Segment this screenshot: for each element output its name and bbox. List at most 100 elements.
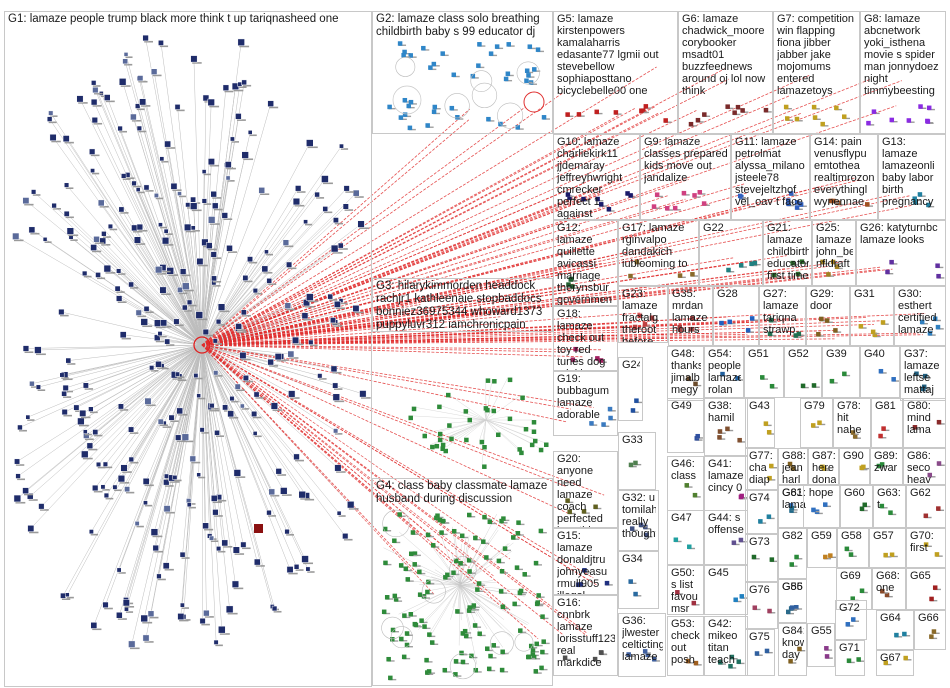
node-shadow <box>329 299 338 301</box>
node-shadow <box>354 196 364 198</box>
node <box>61 390 67 397</box>
node <box>786 198 791 203</box>
node <box>576 582 581 587</box>
group-box-g28: G28 <box>713 286 759 346</box>
node-shadow <box>188 304 197 307</box>
node-shadow <box>140 105 151 107</box>
node-shadow <box>399 44 407 46</box>
node <box>888 510 893 515</box>
node-shadow <box>244 380 254 383</box>
group-box-g67: G67 <box>876 650 914 676</box>
node-shadow <box>455 662 463 664</box>
node <box>133 236 141 244</box>
node <box>466 557 472 563</box>
node <box>691 600 697 606</box>
node <box>332 382 339 389</box>
edge <box>201 78 730 346</box>
group-label-g55: G55 <box>811 625 832 637</box>
group-label-g59: G59 <box>811 530 832 542</box>
node-shadow <box>425 661 433 663</box>
node-shadow <box>293 343 304 346</box>
node <box>484 555 489 560</box>
node <box>266 509 272 516</box>
node <box>207 158 215 166</box>
node <box>767 475 772 481</box>
node <box>471 603 477 608</box>
edge <box>201 323 874 346</box>
edge <box>201 269 880 346</box>
node-shadow <box>60 314 69 317</box>
edge <box>201 316 729 346</box>
edge <box>187 227 203 346</box>
node <box>83 429 88 434</box>
node <box>735 375 740 381</box>
group-label-g33: G33 <box>622 434 643 446</box>
node <box>738 263 744 268</box>
group-box-g74: G74 <box>745 490 778 534</box>
node <box>626 652 631 657</box>
node <box>174 371 180 377</box>
node <box>592 656 598 662</box>
node <box>425 532 431 538</box>
edge <box>201 261 751 346</box>
edge <box>84 273 203 346</box>
group-label-g37: G37: lamaze leftse mattaj <box>904 348 940 396</box>
node <box>64 182 70 188</box>
node <box>751 554 757 560</box>
node-shadow <box>224 90 234 93</box>
edge <box>158 269 203 346</box>
node-shadow <box>135 243 146 245</box>
node <box>241 151 249 159</box>
edge <box>79 98 203 346</box>
node-shadow <box>324 211 333 214</box>
node <box>229 396 235 402</box>
node <box>799 259 805 264</box>
edge <box>485 419 520 451</box>
node-shadow <box>384 563 392 566</box>
node <box>496 558 502 564</box>
node <box>271 605 278 612</box>
node <box>695 117 701 123</box>
group-label-g84: G84: know day <box>782 625 804 661</box>
edge <box>485 379 493 421</box>
node <box>88 406 94 412</box>
node <box>787 461 793 467</box>
node-shadow <box>159 45 169 48</box>
node <box>251 410 258 417</box>
group-box-g4: G4: class baby classmate lamaze husband … <box>372 478 553 686</box>
group-box-g80: G80: mind lama <box>903 398 946 448</box>
node-shadow <box>105 100 115 103</box>
node <box>51 202 57 209</box>
node <box>758 519 763 524</box>
node <box>35 384 41 390</box>
node <box>927 472 933 478</box>
node-shadow <box>460 653 468 656</box>
node-shadow <box>516 534 524 536</box>
node <box>65 592 70 598</box>
node-shadow <box>142 621 153 624</box>
edge <box>459 584 514 637</box>
node <box>202 328 209 336</box>
node-shadow <box>496 47 504 50</box>
node <box>102 461 108 467</box>
node <box>102 601 109 608</box>
node <box>305 566 311 572</box>
node <box>180 602 185 608</box>
node-shadow <box>217 499 227 502</box>
node <box>261 265 269 273</box>
node <box>401 52 406 58</box>
node-shadow <box>295 569 304 571</box>
group-box-g10: G10: lamaze charliekirk11 jjdemaray jeff… <box>553 134 640 220</box>
node <box>599 650 604 655</box>
node <box>735 104 741 110</box>
node <box>95 272 101 278</box>
node <box>515 125 521 130</box>
node-shadow <box>192 229 200 232</box>
node <box>347 501 355 509</box>
edge <box>93 247 203 346</box>
edge <box>136 344 203 524</box>
edge <box>201 344 335 370</box>
node-shadow <box>146 404 156 407</box>
group-box-g85: G85 <box>778 579 807 623</box>
node <box>625 191 630 196</box>
